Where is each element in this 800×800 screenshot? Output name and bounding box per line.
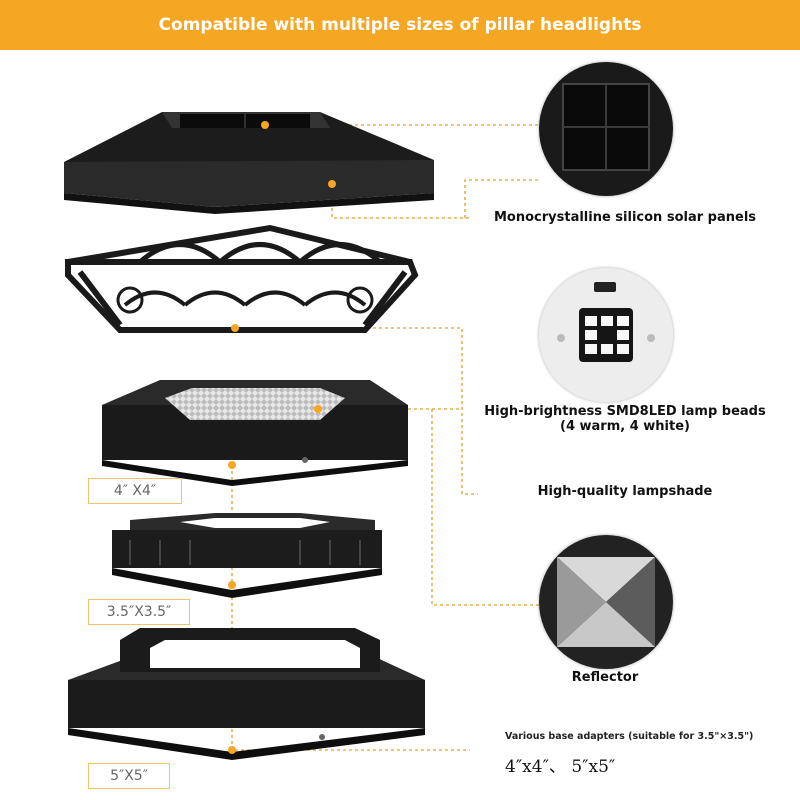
feature-label-led: High-brightness SMD8LED lamp beads (4 wa… xyxy=(465,404,785,434)
header-banner: Compatible with multiple sizes of pillar… xyxy=(0,0,800,50)
adapters-note: Various base adapters (suitable for 3.5"… xyxy=(505,731,754,742)
feature-label-lampshade: High-quality lampshade xyxy=(537,484,713,499)
decorative-cage xyxy=(65,224,419,333)
size-tag-3-5x3-5: 3.5″X3.5″ xyxy=(88,599,190,625)
feature-label-reflector: Reflector xyxy=(571,670,639,685)
led-beads-icon xyxy=(539,268,673,402)
lamp-base xyxy=(102,380,408,486)
reflector-closeup xyxy=(539,535,673,669)
feature-label-led-line2: (4 warm, 4 white) xyxy=(560,419,690,434)
solar-cap xyxy=(64,112,434,214)
size-tag-4x4: 4″ X4″ xyxy=(88,478,182,504)
size-tag-5x5: 5″X5″ xyxy=(88,763,170,789)
adapters-sizes: 4″x4″、 5″x5″ xyxy=(505,757,616,777)
adapter-5 xyxy=(68,628,425,760)
reflector-icon xyxy=(539,535,673,669)
solar-panel-closeup xyxy=(539,62,673,196)
adapter-3-5 xyxy=(112,513,382,598)
feature-label-solar: Monocrystalline silicon solar panels xyxy=(493,210,757,225)
leader-dots xyxy=(228,121,336,754)
solar-panel-icon xyxy=(539,62,673,196)
feature-label-led-line1: High-brightness SMD8LED lamp beads xyxy=(484,404,766,419)
led-beads-closeup xyxy=(539,268,673,402)
banner-title: Compatible with multiple sizes of pillar… xyxy=(158,15,642,35)
